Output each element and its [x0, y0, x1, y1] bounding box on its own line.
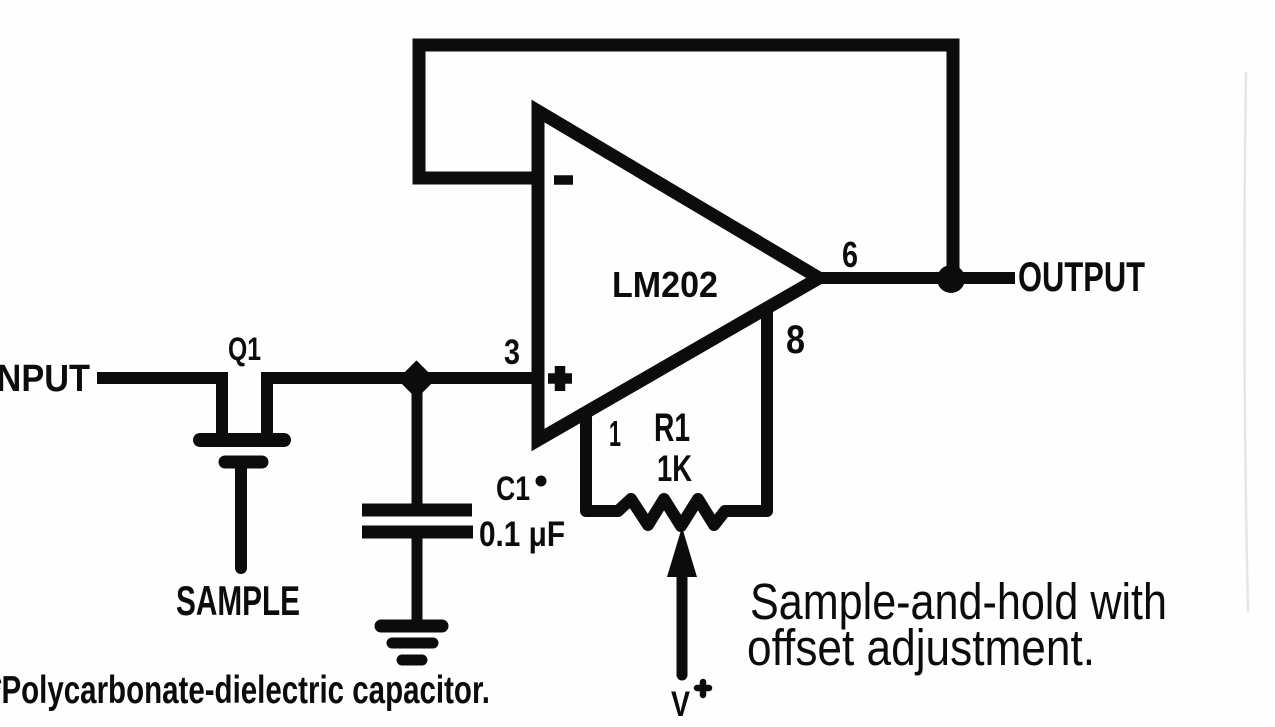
svg-text:OUTPUT: OUTPUT — [1018, 253, 1145, 300]
svg-text:R1: R1 — [654, 406, 690, 450]
svg-text:0.1 μF: 0.1 μF — [479, 515, 565, 554]
svg-text:V: V — [671, 685, 691, 724]
svg-text:1K: 1K — [657, 448, 692, 489]
svg-text:8: 8 — [786, 318, 805, 362]
svg-text:Sample-and-hold with: Sample-and-hold with — [750, 573, 1167, 630]
svg-text:Q1: Q1 — [228, 331, 261, 367]
svg-text:SAMPLE: SAMPLE — [176, 577, 300, 624]
svg-text:C1: C1 — [496, 470, 530, 508]
svg-text:3: 3 — [504, 333, 520, 372]
svg-text:*Polycarbonate-dielectric capa: *Polycarbonate-dielectric capacitor. — [0, 669, 490, 712]
svg-text:6: 6 — [842, 234, 858, 275]
svg-text:INPUT: INPUT — [0, 358, 90, 400]
svg-text:1: 1 — [609, 413, 621, 454]
svg-text:LM202: LM202 — [612, 264, 718, 305]
svg-text:offset adjustment.: offset adjustment. — [747, 619, 1095, 676]
